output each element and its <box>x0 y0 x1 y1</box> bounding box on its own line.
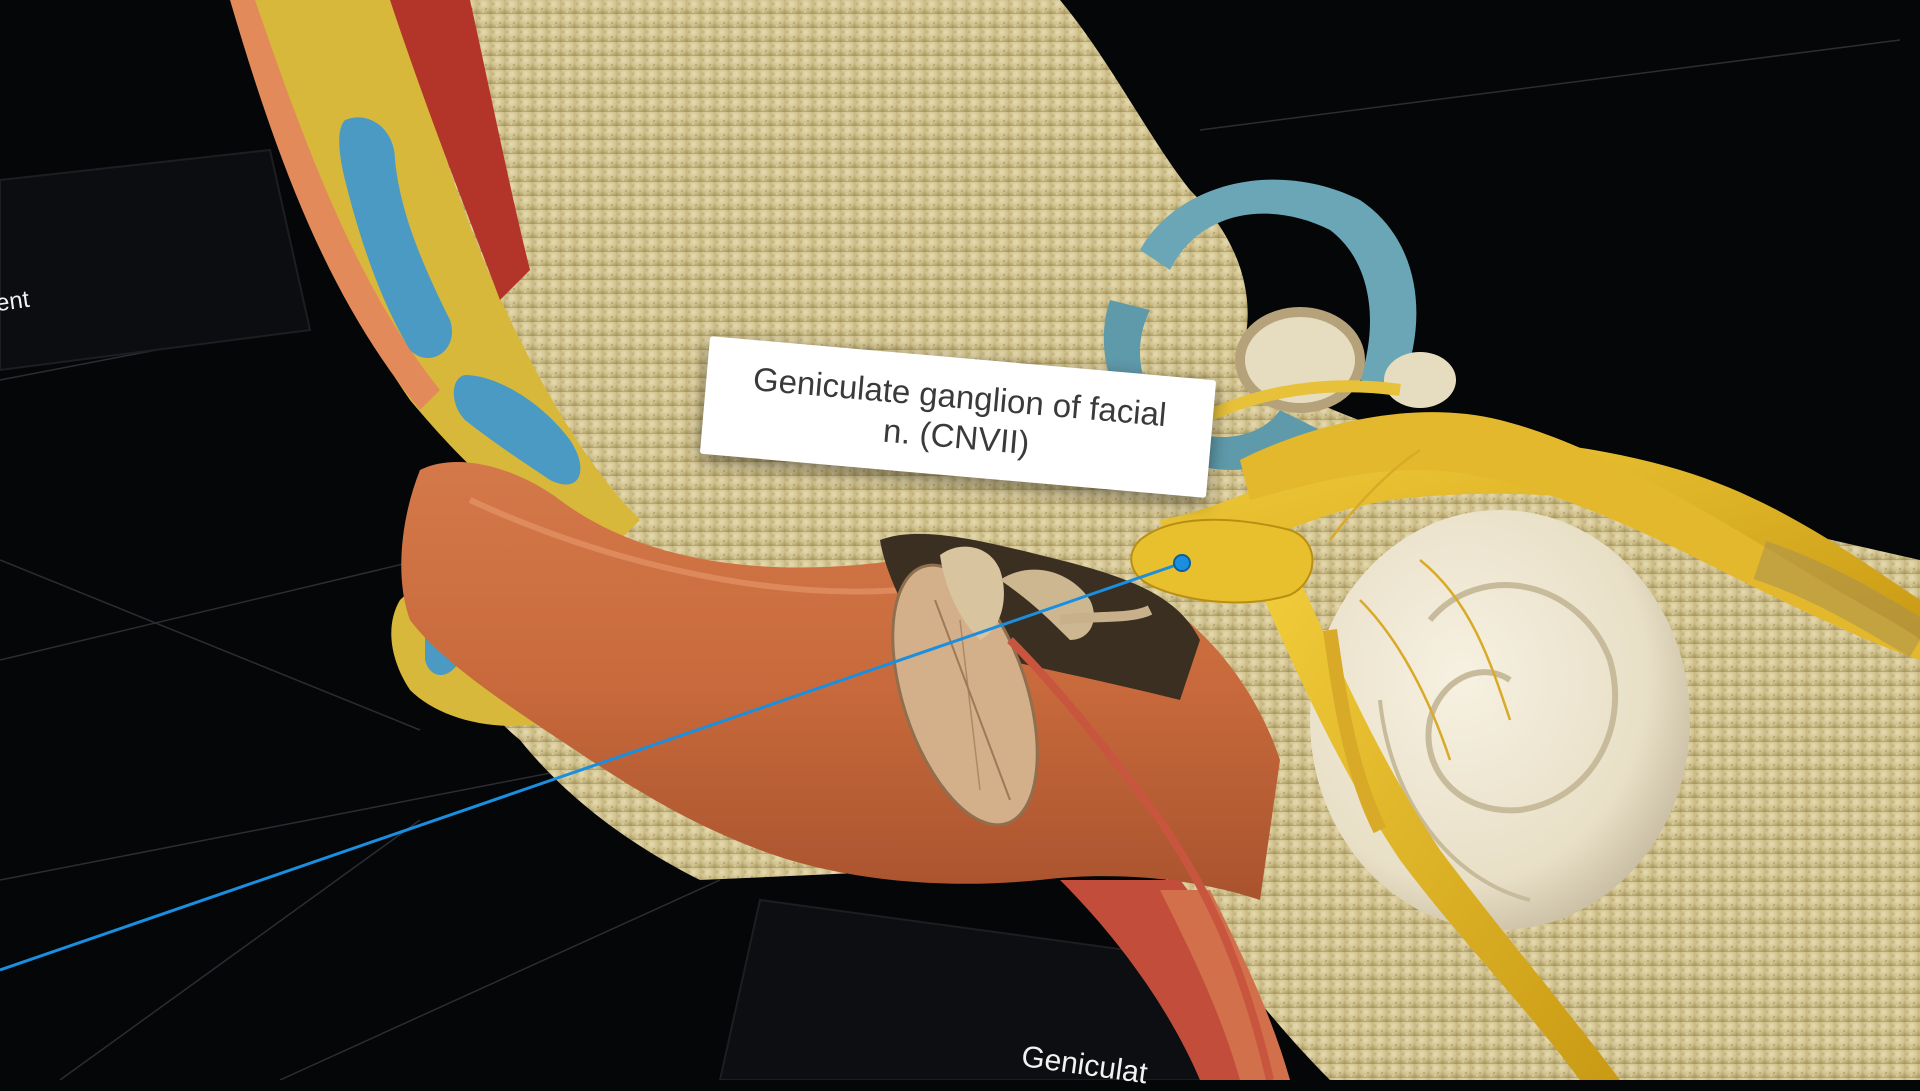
structure-label-text: Geniculate ganglion of facial n. (CNVII) <box>751 360 1168 462</box>
left-info-panel <box>0 148 312 372</box>
floor-grid <box>0 39 1901 1080</box>
ossicles[interactable] <box>940 546 1153 640</box>
left-panel-label: ent <box>0 285 32 318</box>
cochlea[interactable] <box>1310 510 1690 930</box>
tympanic-membrane[interactable] <box>864 547 1065 842</box>
geniculate-ganglion[interactable] <box>1130 518 1314 604</box>
facial-vestibulocochlear-nerves[interactable] <box>1160 380 1920 1080</box>
chorda-tympani[interactable] <box>1007 637 1274 1080</box>
location-dot-icon[interactable] <box>1173 554 1191 572</box>
selection-pointer-line <box>0 561 1183 972</box>
